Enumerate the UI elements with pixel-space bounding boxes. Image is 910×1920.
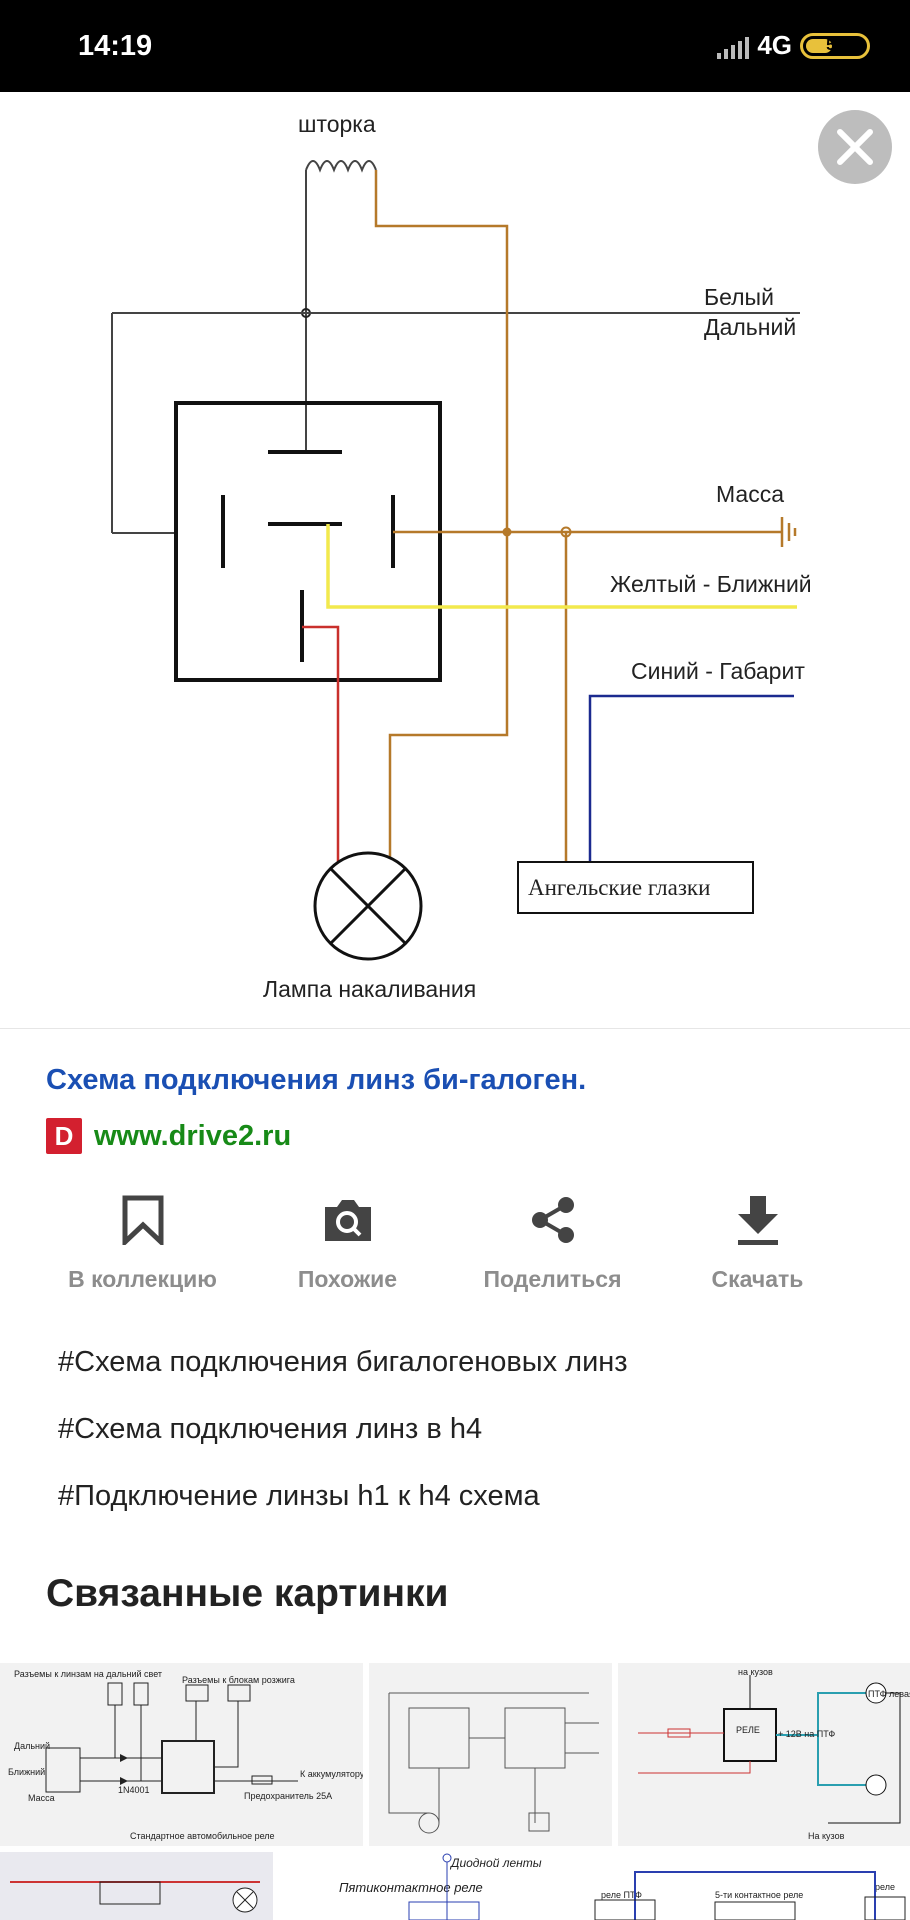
divider [0,1028,910,1029]
thumbnail-diagram [408,1853,480,1920]
relay-box [174,401,442,682]
battery-icon: 57 [800,32,870,59]
related-images-row-2: Пятиконтактное реле Диодной ленты реле П… [0,1852,910,1920]
related-thumbnail[interactable]: на кузов РЕЛЕ + 12В на ПТФ На кузов ПТФ … [618,1663,910,1846]
tag-link[interactable]: #Подключение линзы h1 к h4 схема [58,1480,540,1512]
bookmark-icon [113,1190,173,1250]
label-lamp: Лампа накаливания [263,976,476,1002]
status-bar: 14:19 4G 57 [0,0,910,92]
add-to-collection-button[interactable]: В коллекцию [40,1190,245,1293]
action-label: Поделиться [483,1266,622,1292]
action-label: В коллекцию [68,1266,217,1292]
action-bar: В коллекцию Похожие Поделиться [40,1190,890,1293]
tag-list: #Схема подключения бигалогеновых линз #С… [58,1340,628,1541]
action-label: Скачать [711,1266,804,1292]
ground-icon [780,517,797,547]
close-icon [837,129,873,165]
result-title[interactable]: Схема подключения линз би-галоген. [46,1064,587,1096]
label-white: Белый [704,284,774,310]
similar-button[interactable]: Похожие [245,1190,450,1293]
action-label: Похожие [297,1266,398,1292]
label-yellow-low: Желтый - Ближний [610,571,812,597]
source-logo: D [46,1118,82,1154]
related-images-row: Разъемы к линзам на дальний свет Разъемы… [0,1663,910,1846]
related-thumbnail[interactable] [0,1852,273,1920]
battery-level: 57 [826,36,844,54]
related-images-title: Связанные картинки [46,1572,449,1615]
share-icon [523,1190,583,1250]
label-angel-eyes: Ангельские глазки [528,875,710,900]
wiring-diagram: шторка Белый Дальний Масса Желтый - Ближ… [111,111,812,1002]
related-thumbnail[interactable]: Пятиконтактное реле Диодной ленты [279,1852,579,1920]
label-high: Дальний [704,314,796,340]
thumbnail-diagram [638,1675,901,1824]
label-ground: Масса [716,481,784,507]
signal-icon [717,33,750,59]
thumbnail-diagram [594,1871,906,1920]
share-button[interactable]: Поделиться [450,1190,655,1293]
network-type: 4G [757,30,792,60]
thumbnail-diagram [0,1852,273,1920]
tag-link[interactable]: #Схема подключения бигалогеновых линз [58,1346,628,1378]
status-icons: 4G 57 [717,30,870,61]
lamp-icon [313,851,423,961]
close-button[interactable] [818,110,892,184]
thumbnail-diagram [388,1692,599,1834]
main-image[interactable]: шторка Белый Дальний Масса Желтый - Ближ… [0,92,910,1027]
download-button[interactable]: Скачать [655,1190,860,1293]
label-shutter: шторка [298,111,376,137]
shutter-coil [305,160,377,173]
related-thumbnail[interactable]: реле ПТФ 5-ти контактное реле реле [585,1852,910,1920]
download-icon [728,1190,788,1250]
thumbnail-diagram [45,1682,298,1794]
status-time: 14:19 [78,30,153,62]
label-blue-marker: Синий - Габарит [631,658,805,684]
source-url[interactable]: www.drive2.ru [94,1119,292,1152]
camera-search-icon [318,1190,378,1250]
related-thumbnail[interactable]: Разъемы к линзам на дальний свет Разъемы… [0,1663,363,1846]
angel-eyes-box [517,861,754,914]
tag-link[interactable]: #Схема подключения линз в h4 [58,1413,483,1445]
related-thumbnail[interactable] [369,1663,612,1846]
source-link[interactable]: D www.drive2.ru [46,1118,291,1154]
